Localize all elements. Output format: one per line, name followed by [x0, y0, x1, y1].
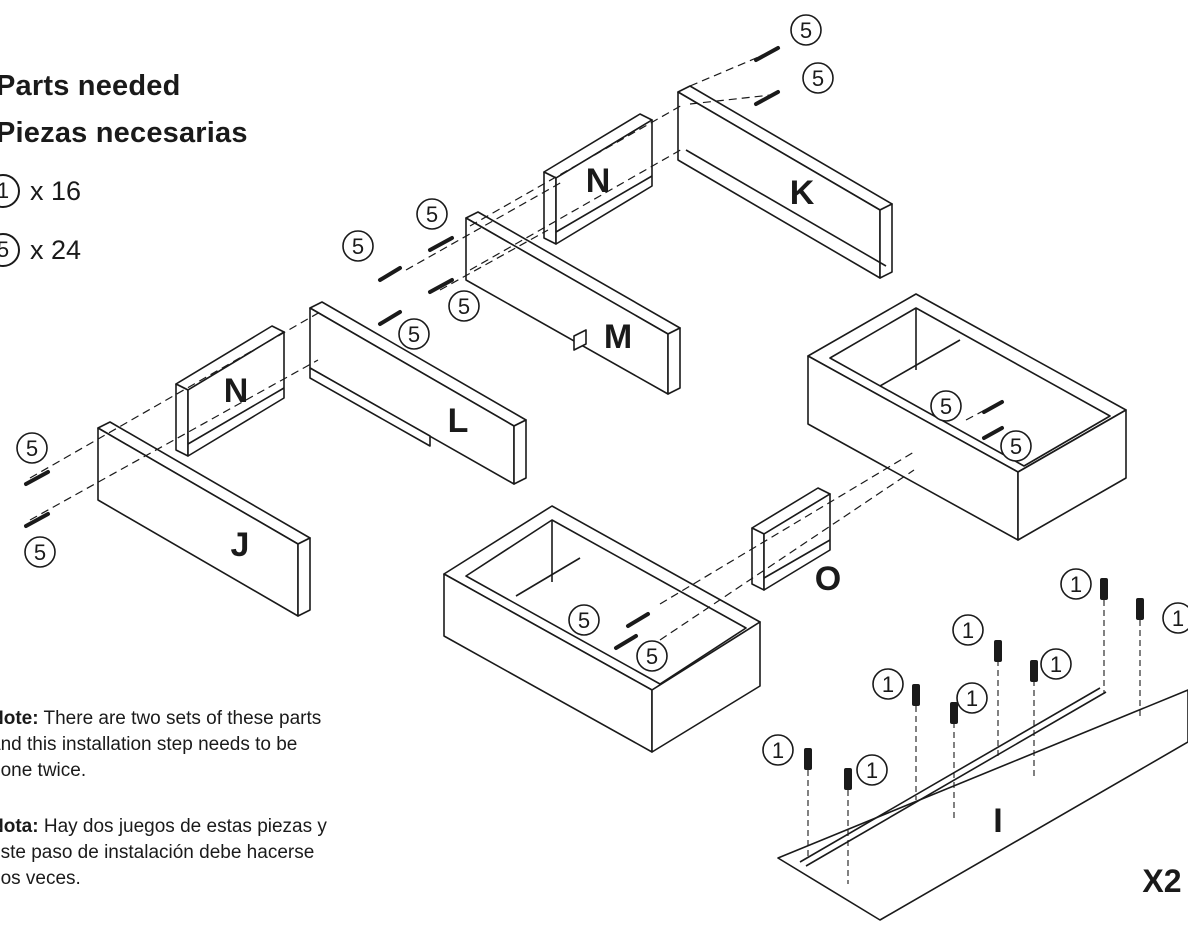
callout-number: 1 — [1172, 606, 1184, 631]
callout-number: 5 — [646, 644, 658, 669]
callout-circle: 5 — [416, 198, 448, 230]
note-spanish: Nota: Hay dos juegos de estas piezas y e… — [0, 814, 335, 892]
callout-number: 1 — [772, 738, 784, 763]
callout-circle: 5 — [636, 640, 668, 672]
note-label: Nota: — [0, 816, 39, 837]
assembly-guides — [29, 47, 1001, 641]
callout-circle: 5 — [1000, 430, 1032, 462]
part-qty-row-2: 5 x 24 — [0, 233, 81, 267]
callout-number: 5 — [458, 294, 470, 319]
note-english: Note: There are two sets of these parts … — [0, 706, 335, 784]
callout-circle: 5 — [790, 14, 822, 46]
panel-k — [677, 85, 893, 279]
part-qty-row-1: 1 x 16 — [0, 174, 81, 208]
drawer-box-right — [807, 293, 1127, 541]
callout-circle: 5 — [930, 390, 962, 422]
callout-number: 5 — [352, 234, 364, 259]
callout-number: 5 — [34, 540, 46, 565]
panel-label-n-left: N — [224, 372, 249, 410]
callout-number: 5 — [812, 66, 824, 91]
callout-circle: 1 — [956, 682, 988, 714]
part-qty: x 24 — [30, 234, 82, 265]
note-text: Hay dos juegos de estas piezas y este pa… — [0, 816, 327, 889]
callout-circle: 5 — [448, 290, 480, 322]
panel-j — [97, 421, 311, 617]
panel-label-o: O — [815, 560, 841, 598]
callout-circle: 1 — [952, 614, 984, 646]
panel-n-left — [175, 325, 285, 457]
note-text: There are two sets of these parts and th… — [0, 708, 322, 781]
screws — [24, 46, 1004, 650]
multiplier-label: X2 — [1142, 863, 1181, 899]
callout-circle: 1 — [1060, 568, 1092, 600]
callout-circle: 5 — [568, 604, 600, 636]
screw-callouts: 5 5 5 5 5 5 5 5 5 5 5 5 — [16, 14, 1032, 672]
callout-circle: 5 — [398, 318, 430, 350]
note-label: Note: — [0, 708, 39, 729]
panel-label-m: M — [604, 318, 632, 356]
panel-n-top — [543, 113, 653, 245]
callout-number: 5 — [26, 436, 38, 461]
callout-number: 1 — [1070, 572, 1082, 597]
panel-label-k: K — [790, 174, 815, 212]
callout-circle: 5 — [16, 432, 48, 464]
callout-circle: 5 — [24, 536, 56, 568]
callout-circle: 1 — [856, 754, 888, 786]
callout-number: 1 — [966, 686, 978, 711]
callout-circle: 1 — [1040, 648, 1072, 680]
callout-number: 1 — [882, 672, 894, 697]
callout-number: 5 — [408, 322, 420, 347]
callout-number: 5 — [940, 394, 952, 419]
callout-number: 1 — [962, 618, 974, 643]
callout-number: 5 — [426, 202, 438, 227]
parts-heading-en: Parts needed — [0, 70, 181, 102]
panel-l — [309, 301, 527, 485]
callout-circle: 1 — [872, 668, 904, 700]
part-qty: x 16 — [30, 175, 82, 206]
panel-label-l: L — [448, 402, 469, 440]
callout-number: 1 — [1050, 652, 1062, 677]
panel-o — [751, 487, 831, 591]
callout-number: 1 — [866, 758, 878, 783]
callout-circle: 5 — [342, 230, 374, 262]
panel-label-i: I — [993, 802, 1002, 840]
panel-i — [777, 687, 1188, 921]
callout-circle: 1 — [1162, 602, 1188, 634]
callout-number: 5 — [578, 608, 590, 633]
cam-callouts: 1 1 1 1 1 1 1 1 — [762, 568, 1188, 786]
panel-m — [465, 211, 681, 395]
cam-guides — [807, 600, 1141, 884]
parts-heading-es: Piezas necesarias — [0, 117, 248, 149]
cam-locks — [804, 578, 1144, 790]
panel-label-n-top: N — [586, 162, 611, 200]
callout-circle: 5 — [802, 62, 834, 94]
callout-number: 5 — [1010, 434, 1022, 459]
callout-number: 5 — [800, 18, 812, 43]
callout-circle: 1 — [762, 734, 794, 766]
drawer-box-left — [443, 505, 761, 753]
panel-label-j: J — [231, 526, 250, 564]
